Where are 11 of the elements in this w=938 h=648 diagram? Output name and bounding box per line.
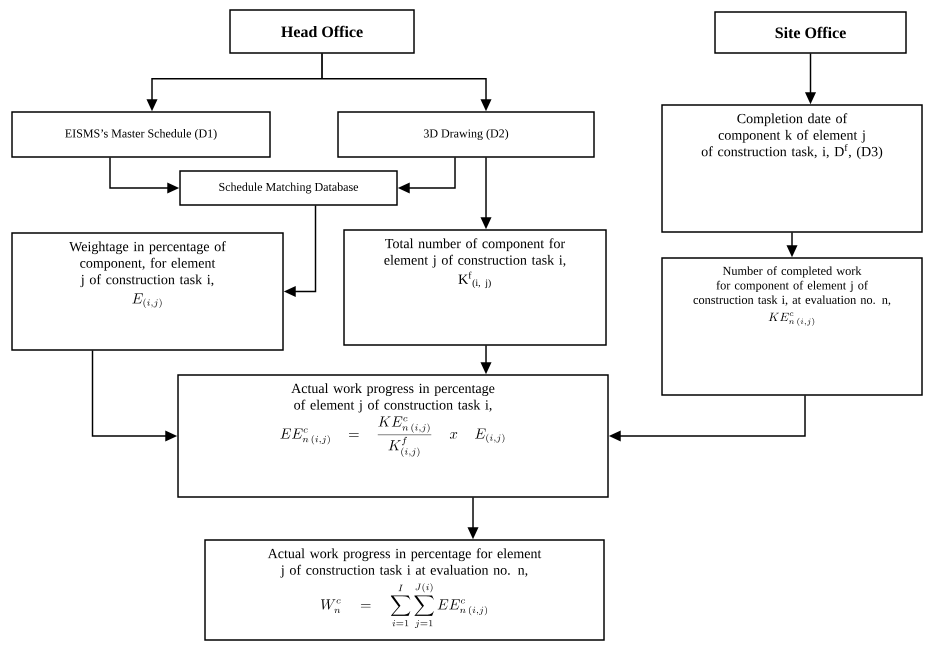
process-box: Completion date of component k of element j of construction task, i, D$^{f}$, (D3) bbox=[661, 104, 923, 233]
process-box: EISMS’s Master Schedule (D1) bbox=[11, 111, 271, 158]
process-box: Number of completed work for component of element j of construction task i, at evaluation no. n, $KE^{c}_{n\,(i,j)}$ bbox=[661, 257, 923, 396]
title-box: Site Office bbox=[714, 11, 907, 54]
process-box: Actual work progress in percentage for element j of construction task i at evaluation no. n, $W^{c}_{n} = \sum_{i=1}^{I}\sum_{j=1}^{J(i)} EE^{c}_{n\,(i,j)}$ bbox=[204, 539, 605, 641]
database-box: Schedule Matching Database bbox=[179, 170, 398, 206]
process-box: 3D Drawing (D2) bbox=[337, 111, 595, 158]
process-box: Total number of component for element j of construction task i, K$^{f}$(i, j) bbox=[343, 229, 607, 346]
title-box: Head Office bbox=[229, 9, 415, 54]
process-box: Actual work progress in percentage of element j of construction task i, $EE^{c}_{n\,(i,j)} = \frac{KE^{c}_{n\,(i,j)}}{K^{f}_{(i,j)}}\; x \; E_{(i,j)}$ bbox=[177, 374, 609, 498]
process-box: Weightage in percentage of component, for element j of construction task i, $E_{(i,j)}$ bbox=[11, 232, 284, 351]
